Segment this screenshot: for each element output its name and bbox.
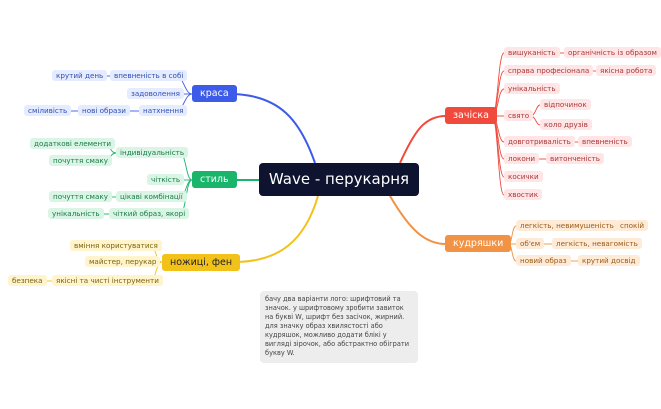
node-vpevnenist[interactable]: впевненість (578, 136, 632, 147)
node-tsikavi-kombinatsii[interactable]: цікаві комбінації (116, 191, 187, 202)
node-indyvidualnist[interactable]: індивідуальність (116, 147, 189, 158)
node-vminnia[interactable]: вміння користуватися (70, 240, 162, 251)
node-smilyvist[interactable]: сміливість (24, 105, 72, 116)
node-maister[interactable]: майстер, перукар (85, 256, 161, 267)
node-unikalnist-styl[interactable]: унікальність (48, 208, 104, 219)
branch-line-krasa (233, 93, 316, 164)
topic-nozhytsi[interactable]: ножиці, фен (162, 254, 241, 271)
node-bezpeka[interactable]: безпека (8, 275, 47, 286)
node-dovhotryvalist[interactable]: довготривалість (504, 136, 575, 147)
central-topic[interactable]: Wave - перукарня (259, 163, 419, 196)
node-krutyi-dosvid[interactable]: крутий досвід (578, 255, 640, 266)
node-yakisna-robota[interactable]: якісна робота (596, 65, 657, 76)
branch-line-kudriashky (389, 195, 447, 245)
branch-line-zachiska (399, 115, 447, 164)
node-sprava-profesionala[interactable]: справа професіонала (504, 65, 594, 76)
node-vytonchenist[interactable]: витонченість (546, 153, 604, 164)
node-sviato[interactable]: свято (504, 110, 534, 121)
branch-line-nozhytsi (233, 195, 319, 263)
node-dodatkovi-elementy[interactable]: додаткові елементи (30, 138, 116, 149)
node-kolo-druziv[interactable]: коло друзів (540, 119, 592, 130)
node-vpevnenist-v-sobi[interactable]: впевненість в собі (110, 70, 188, 81)
node-instrumenty[interactable]: якісні та чисті інструменти (52, 275, 163, 286)
topic-zachiska[interactable]: зачіска (445, 107, 497, 124)
node-vyshukanist[interactable]: вишуканість (504, 47, 560, 58)
node-unikalnist-zachiska[interactable]: унікальність (504, 83, 560, 94)
node-spokii[interactable]: спокій (616, 220, 649, 231)
topic-krasa[interactable]: краса (192, 85, 237, 102)
node-kosychky[interactable]: косички (504, 171, 543, 182)
node-obiem[interactable]: об'єм (516, 238, 545, 249)
node-lehkist-nevahomist[interactable]: легкість, невагомість (552, 238, 642, 249)
node-krutyi-den[interactable]: крутий день (52, 70, 108, 81)
topic-styl[interactable]: стиль (192, 171, 237, 188)
node-natkhnennia[interactable]: натхнення (139, 105, 188, 116)
node-lokony[interactable]: локони (504, 153, 540, 164)
node-orhanichnist[interactable]: органічність із образом (564, 47, 661, 58)
node-novi-obrazy[interactable]: нові образи (78, 105, 130, 116)
node-pochuttia-smaku-1[interactable]: почуття смаку (49, 155, 112, 166)
node-novyi-obraz[interactable]: новий образ (516, 255, 571, 266)
node-pochuttia-smaku-2[interactable]: почуття смаку (49, 191, 112, 202)
node-chitkyi-obraz[interactable]: чіткий образ, якорі (109, 208, 190, 219)
node-khvostyk[interactable]: хвостик (504, 189, 543, 200)
node-lehkist-nevymushenist[interactable]: легкість, невимушеність (516, 220, 618, 231)
node-chitkist[interactable]: чіткість (147, 174, 185, 185)
node-zadovolennia[interactable]: задоволення (127, 88, 184, 99)
node-vidpochynok[interactable]: відпочинок (540, 99, 591, 110)
floating-note[interactable]: бачу два варіанти лого: шрифтовий та зна… (260, 291, 418, 363)
topic-kudriashky[interactable]: кудряшки (445, 235, 512, 252)
